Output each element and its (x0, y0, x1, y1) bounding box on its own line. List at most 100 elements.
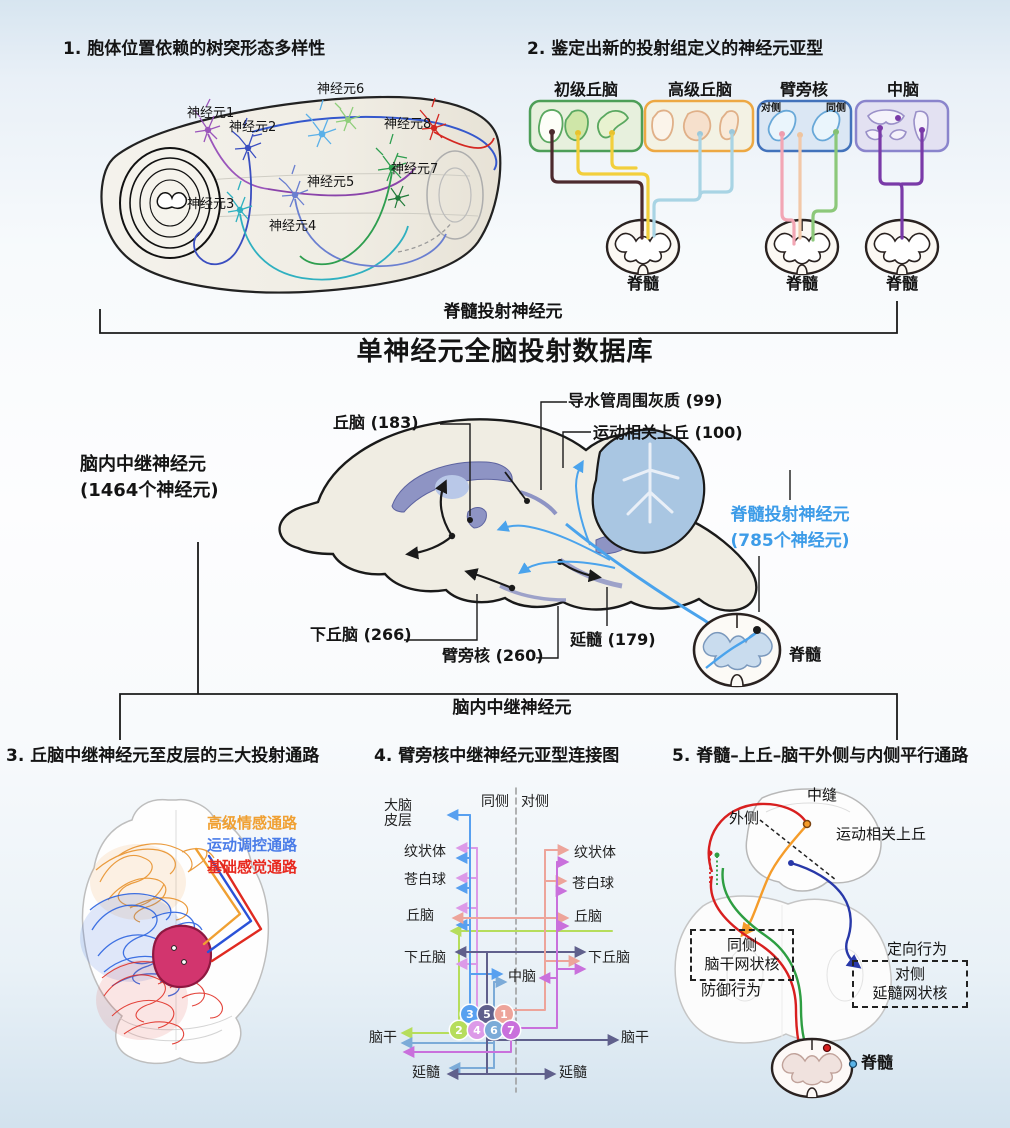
neuron4-label: 神经元4 (269, 219, 317, 234)
motor-sc-label: 运动相关上丘 (836, 825, 927, 843)
neuron-2 (193, 117, 263, 266)
neuron5-label: 神经元5 (307, 175, 355, 190)
neuron1-label: 神经元1 (187, 106, 235, 121)
region-pallidum-left: 苍白球 (404, 872, 446, 888)
region-pallidum-right: 苍白球 (572, 876, 614, 892)
panel1-title: 1. 胞体位置依赖的树突形态多样性 (63, 39, 326, 59)
region-medulla-left: 延髓 (412, 1065, 440, 1081)
label-leader-lines (404, 401, 791, 659)
midbrain-box (854, 99, 950, 153)
panel5-spinal-section (770, 1037, 858, 1099)
legend-sensory-pathway: 基础感觉通路 (207, 858, 298, 876)
spinal-label-1: 脊髓 (626, 274, 660, 293)
neuron3-label: 神经元3 (187, 197, 235, 212)
spinal-label-2: 脊髓 (785, 274, 819, 293)
neuron2-label: 神经元2 (229, 120, 277, 135)
legend-motor-pathway: 运动调控通路 (207, 836, 298, 854)
panel3-title: 3. 丘脑中继神经元至皮层的三大投射通路 (6, 746, 320, 766)
neuron-deepgreen (387, 185, 410, 209)
parabrachial-count-label: 臂旁核 (260) (442, 646, 544, 665)
pag-count-label: 导水管周围灰质 (99) (568, 391, 723, 410)
pathway-lines (194, 847, 263, 963)
subtype-circle-6: 6 (485, 1021, 503, 1039)
region-striatum-right: 纹状体 (574, 845, 616, 861)
neuron-3 (226, 180, 409, 281)
panel5-title: 5. 脊髓–上丘–脑干外侧与内侧平行通路 (672, 746, 969, 766)
contra-header: 对侧 (521, 794, 549, 810)
subtype-circle-7: 7 (502, 1021, 520, 1039)
panel5-spinal-label: 脊髓 (861, 1053, 894, 1072)
neuron-8 (419, 97, 495, 149)
center-brain (278, 401, 791, 688)
panel3-artwork (80, 798, 270, 1065)
neuron7-label: 神经元7 (391, 162, 439, 177)
contra-reticular-box: 对侧 延髓网状核 (852, 960, 968, 1008)
defense-behavior-label: 防御行为 (701, 981, 762, 999)
subtype-circle-3: 3 (461, 1005, 479, 1023)
region-hypothalamus-right: 下丘脑 (588, 950, 630, 966)
relay-neurons-label: 脑内中继神经元 (1464个神经元) (80, 454, 219, 501)
lateral-label: 外侧 (729, 809, 760, 827)
lateral-dashed-pointer (759, 819, 837, 881)
top-bracket (99, 301, 898, 334)
spinal-section-2 (764, 218, 840, 276)
orienting-behavior-label: 定向行为 (887, 940, 948, 958)
ipsi-sublabel: 同侧 (826, 103, 846, 114)
bottom-bracket-label: 脑内中继神经元 (452, 698, 572, 718)
neuron-1 (193, 98, 269, 190)
legend-affective-pathway: 高级情感通路 (207, 814, 298, 832)
neuron-7 (299, 133, 408, 266)
thalamus-count-label: 丘脑 (183) (333, 413, 419, 432)
contra-sublabel: 对侧 (761, 103, 781, 114)
neuron-sky (305, 99, 337, 148)
spinal-label-3: 脊髓 (885, 274, 919, 293)
region-midbrain: 中脑 (508, 969, 536, 985)
group-primary-thalamus-label: 初级丘脑 (553, 80, 619, 99)
panel4-artwork (404, 787, 620, 1093)
neuron8-label: 神经元8 (384, 117, 432, 132)
group-parabrachial-label: 臂旁核 (779, 80, 829, 99)
panel4-title: 4. 臂旁核中继神经元亚型连接图 (374, 746, 620, 766)
ipsi-reticular-box: 同侧 脑干网状核 (690, 929, 794, 981)
subtype-circle-4: 4 (468, 1021, 486, 1039)
subtype-circle-2: 2 (450, 1021, 468, 1039)
region-medulla-right: 延髓 (559, 1065, 587, 1081)
cerebellum (591, 428, 706, 554)
relay-neuron-arrows (405, 471, 602, 592)
region-brainstem-left: 脑干 (369, 1030, 397, 1046)
ipsi-header: 同侧 (481, 794, 509, 810)
projection-wires (550, 129, 924, 246)
subtype-circle-1: 1 (495, 1005, 513, 1023)
panel5-artwork (674, 788, 892, 1099)
region-thalamus-left: 丘脑 (406, 908, 434, 924)
top-bracket-label: 脊髓投射神经元 (443, 302, 563, 322)
center-spinal-section (692, 612, 782, 688)
spinal-projection-neurons-label: 脊髓投射神经元 (785个神经元) (730, 505, 850, 552)
raphe-label: 中缝 (807, 786, 838, 804)
region-brainstem-right: 脑干 (621, 1030, 649, 1046)
hypothalamus-count-label: 下丘脑 (266) (310, 625, 412, 644)
neuron-lightgreen (334, 102, 361, 132)
neuron-6-axon (251, 115, 498, 171)
neuron6-label: 神经元6 (317, 82, 365, 97)
neuron-4 (278, 164, 447, 267)
sc-count-label: 运动相关上丘 (100) (593, 423, 743, 442)
medulla-count-label: 延髓 (179) (570, 630, 656, 649)
region-thalamus-right: 丘脑 (574, 909, 602, 925)
brainstem-view (674, 895, 892, 1044)
panel2-title: 2. 鉴定出新的投射组定义的神经元亚型 (527, 39, 824, 59)
panel2-artwork (528, 99, 950, 276)
database-title: 单神经元全脑投射数据库 (356, 337, 654, 367)
region-cortex: 大脑 皮层 (384, 798, 412, 829)
group-midbrain-label: 中脑 (886, 80, 920, 99)
cross-section-rings (119, 147, 221, 259)
center-spinal-label: 脊髓 (789, 645, 822, 664)
panel1-spinal-slab (100, 95, 502, 294)
region-hypothalamus-left: 下丘脑 (404, 950, 446, 966)
thalamus-blob (152, 924, 212, 989)
subtype-circle-5: 5 (478, 1005, 496, 1023)
group-higher-thalamus-label: 高级丘脑 (667, 80, 733, 99)
bottom-bracket (119, 542, 898, 740)
